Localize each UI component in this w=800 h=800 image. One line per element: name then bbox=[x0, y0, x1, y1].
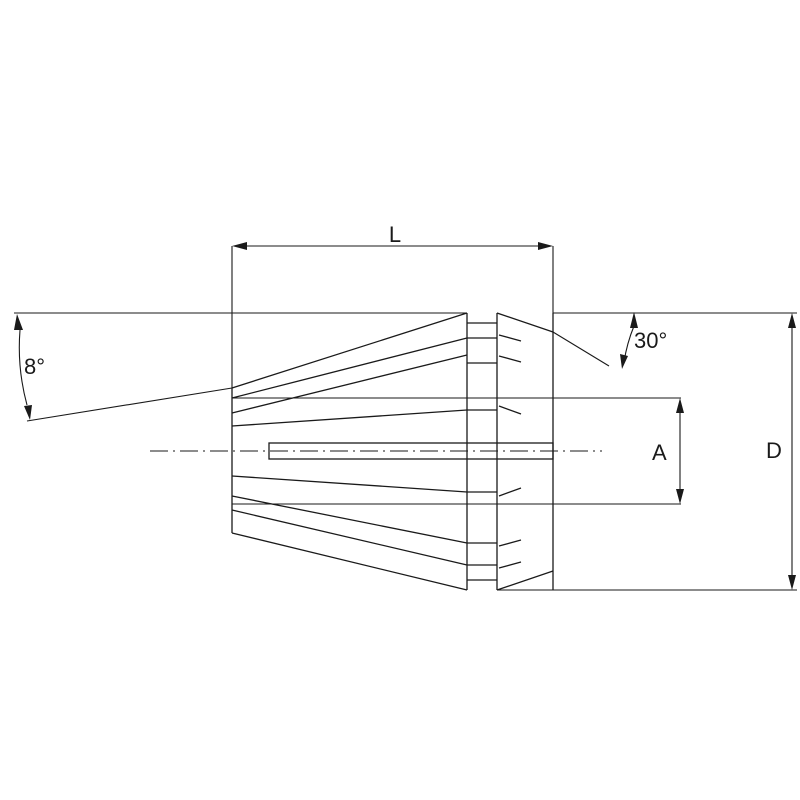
dimension-A: A bbox=[232, 397, 684, 505]
label-L: L bbox=[389, 222, 401, 247]
collet-rear-taper bbox=[231, 312, 468, 591]
dimension-8-degree: 8° bbox=[14, 312, 467, 422]
label-8-degree: 8° bbox=[24, 354, 45, 379]
dimension-D: D bbox=[497, 312, 797, 591]
label-D: D bbox=[766, 438, 782, 463]
label-A: A bbox=[652, 440, 667, 465]
collet-groove bbox=[467, 322, 497, 581]
label-30-degree: 30° bbox=[634, 328, 667, 353]
dimension-L: L bbox=[231, 222, 554, 388]
dimension-30-degree: 30° bbox=[552, 312, 667, 369]
